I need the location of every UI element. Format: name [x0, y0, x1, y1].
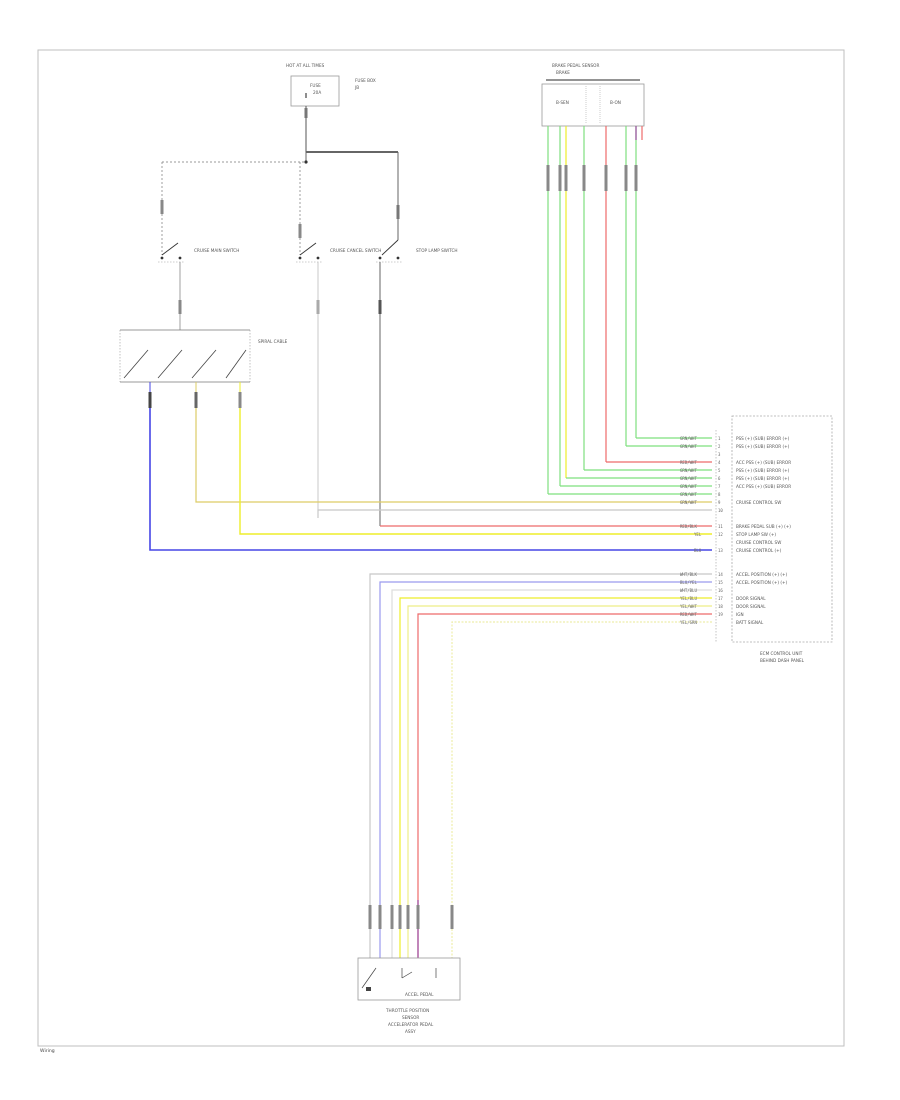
ecm-code-17: RED/WHT	[680, 612, 697, 617]
ecm-pin-label-5: PSS (+) (SUB) ERROR (+)	[736, 476, 790, 481]
ecm-pin-num-1: 1	[718, 436, 721, 441]
ecm-code-12: WHT/BLK	[680, 572, 697, 577]
ecm-code-5: GRN/WHT	[680, 476, 697, 481]
switch-2-label: CRUISE CANCEL SWITCH	[330, 248, 381, 253]
accel-pedal-sensor: ACCEL PEDAL THROTTLE POSITION SENSOR ACC…	[357, 957, 461, 1034]
cruise-main-switch: CRUISE MAIN SWITCH	[158, 162, 239, 330]
brake-connector: BRAKE PEDAL SENSOR BRAKE B-SEN B-ON	[541, 63, 645, 127]
ecm-pin-num-3: 3	[718, 452, 721, 457]
ecm-wires-upper	[149, 400, 712, 551]
ecm-pin-label-15: DOOR SIGNAL	[736, 596, 766, 601]
ecm-pin-num-16: 16	[718, 588, 723, 593]
diagram-border	[37, 49, 845, 1047]
ecm-box	[731, 415, 833, 643]
brake-wires	[546, 126, 643, 494]
ecm-pin-num-4: 4	[718, 460, 721, 465]
ecm-pin-label-4: PSS (+) (SUB) ERROR (+)	[736, 468, 790, 473]
ecm: ECM CONTROL UNIT BEHIND DASH PANEL	[715, 415, 833, 663]
brake-pin-label-2: B-ON	[610, 100, 621, 105]
ecm-code-4: GRN/WHT	[680, 468, 697, 473]
ecm-pin-num-10: 10	[718, 508, 723, 513]
accel-sensor-label: ACCEL PEDAL	[405, 992, 434, 997]
ecm-code-15: YEL/BLU	[680, 596, 697, 601]
footer-label: Wiring	[40, 1048, 55, 1054]
switch-row: CRUISE MAIN SWITCH CRUISE CANCEL SWITCH …	[158, 152, 458, 526]
ecm-pin-label-1: PSS (+) (SUB) ERROR (+)	[736, 436, 790, 441]
fuse-box	[290, 75, 340, 107]
spiral-cable: SPIRAL CABLE	[119, 329, 288, 383]
fuse-rating: 20A	[313, 90, 321, 95]
ecm-code-10: YEL	[694, 532, 702, 537]
ecm-code-14: WHT/BLU	[680, 588, 697, 593]
ecm-pin-num-5: 5	[718, 468, 721, 473]
ecm-pin-num-6: 6	[718, 476, 721, 481]
ecm-pin-label-16: DOOR SIGNAL	[736, 604, 766, 609]
spiral-output-stubs	[148, 382, 242, 408]
ecm-pin-num-8: 8	[718, 492, 721, 497]
ecm-pin-labels: PSS (+) (SUB) ERROR (+) PSS (+) (SUB) ER…	[736, 436, 791, 625]
accel-caption-2: SENSOR	[402, 1015, 419, 1020]
spiral-cable-label: SPIRAL CABLE	[258, 339, 288, 344]
ecm-pin-label-6: ACC PSS (+) (SUB) ERROR	[736, 484, 791, 489]
ecm-pin-label-17: IGN	[736, 612, 744, 617]
ecm-pin-num-2: 2	[718, 444, 721, 449]
ecm-code-9: RED/BLK	[680, 524, 697, 529]
ecm-pin-num-11: 11	[718, 524, 723, 529]
ecm-pin-num-7: 7	[718, 484, 721, 489]
accel-caption-3: ACCELERATOR PEDAL	[388, 1022, 434, 1027]
accel-caption-4: ASSY	[405, 1029, 416, 1034]
ecm-pin-label-18: BATT SIGNAL	[736, 620, 764, 625]
ecm-code-8: GRN/WHT	[680, 500, 697, 505]
ecm-pin-num-15: 15	[718, 580, 723, 585]
ecm-pin-label-11: CRUISE CONTROL (+)	[736, 548, 782, 553]
stop-lamp-switch: STOP LAMP SWITCH	[376, 152, 458, 526]
switch-1-label: CRUISE MAIN SWITCH	[194, 248, 239, 253]
ecm-pin-label-10: CRUISE CONTROL SW	[736, 540, 781, 545]
ecm-pin-label-2: PSS (+) (SUB) ERROR (+)	[736, 444, 790, 449]
accel-sensor-box	[357, 957, 461, 1001]
ecm-pin-num-14: 14	[718, 572, 723, 577]
fuse-box-label: FUSE BOX	[355, 78, 376, 83]
ecm-code-7: GRN/WHT	[680, 492, 697, 497]
ecm-pin-label-9: STOP LAMP SW (+)	[736, 532, 776, 537]
ecm-code-18: YEL/GRN	[680, 620, 697, 625]
brake-pin-label-1: B-SEN	[556, 100, 569, 105]
ecm-pin-num-19: 19	[718, 612, 723, 617]
fuse-junction-label: JB	[354, 85, 359, 90]
accel-caption-1: THROTTLE POSITION	[385, 1008, 429, 1013]
ecm-code-2: GRN/WHT	[680, 444, 697, 449]
ecm-wire-codes: GRN/WHT GRN/WHT RED/WHT GRN/WHT GRN/WHT …	[680, 436, 702, 625]
ecm-code-13: BLU/YEL	[680, 580, 697, 585]
ecm-pin-label-14: ACCEL POSITION (+) (+)	[736, 580, 787, 585]
ecm-pin-label-13: ACCEL POSITION (+) (+)	[736, 572, 787, 577]
ecm-code-16: YEL/WHT	[680, 604, 697, 609]
brake-connector-subtitle: BRAKE	[556, 70, 570, 75]
ecm-code-6: GRN/WHT	[680, 484, 697, 489]
ecm-code-1: GRN/WHT	[680, 436, 697, 441]
ecm-pin-num-18: 18	[718, 604, 723, 609]
fuse-name: FUSE	[310, 83, 321, 88]
brake-connector-title: BRAKE PEDAL SENSOR	[552, 63, 599, 68]
ecm-pin-label-3: ACC PSS (+) (SUB) ERROR	[736, 460, 791, 465]
top-fuse-group: HOT AT ALL TIMES FUSE 20A FUSE BOX JB	[162, 63, 398, 164]
ecm-pin-num-13: 13	[718, 548, 723, 553]
ecm-code-11: BLU	[694, 548, 702, 553]
ecm-pin-num-9: 9	[718, 500, 721, 505]
ecm-wires-lower	[368, 573, 712, 960]
ecm-pin-label-8: BRAKE PEDAL SUB (+) (+)	[736, 524, 791, 529]
top-fuse-caption: HOT AT ALL TIMES	[286, 63, 325, 68]
ecm-caption-2: BEHIND DASH PANEL	[760, 658, 805, 663]
ecm-code-3: RED/WHT	[680, 460, 697, 465]
ecm-pin-num-17: 17	[718, 596, 723, 601]
switch-3-label: STOP LAMP SWITCH	[416, 248, 458, 253]
cruise-cancel-switch: CRUISE CANCEL SWITCH	[296, 162, 381, 518]
ecm-caption-1: ECM CONTROL UNIT	[760, 651, 803, 656]
ecm-pin-num-12: 12	[718, 532, 723, 537]
ecm-pin-label-7: CRUISE CONTROL SW	[736, 500, 781, 505]
ecm-pin-numbers: 1 2 3 4 5 6 7 8 9 10 11 12 13 14 15 16 1…	[718, 436, 723, 617]
